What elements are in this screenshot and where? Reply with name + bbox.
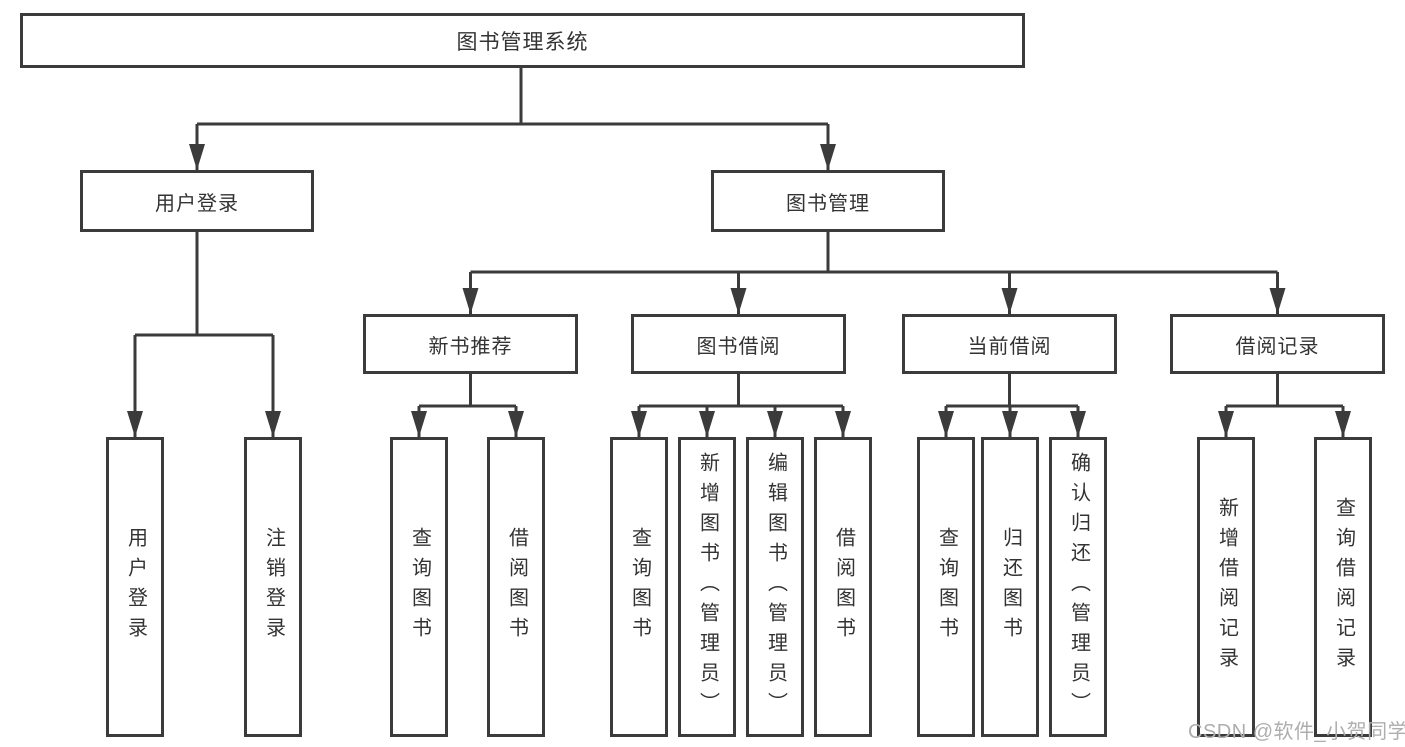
leaf-label: 新增图书（管理员） [696,452,719,722]
leaf-add-books-admin: 新增图书（管理员） [678,437,736,737]
leaf-label: 归还图书 [999,527,1022,647]
leaf-add-borrow-record: 新增借阅记录 [1197,437,1255,737]
node-book-borrowing: 图书借阅 [631,314,846,374]
leaf-edit-books-admin: 编辑图书（管理员） [746,437,804,737]
leaf-label: 编辑图书（管理员） [764,452,787,722]
leaf-query-books-current: 查询图书 [917,437,975,737]
leaf-label: 新增借阅记录 [1215,497,1238,677]
csdn-watermark: CSDN @软件_小贺同学 [1188,721,1405,743]
leaf-label: 借阅图书 [832,527,855,647]
node-current-borrowing: 当前借阅 [902,314,1117,374]
leaf-borrow-books-recommend: 借阅图书 [487,437,545,737]
node-book-management: 图书管理 [711,170,945,232]
node-new-book-recommend: 新书推荐 [363,314,578,374]
leaf-user-login: 用户登录 [106,437,164,737]
leaf-label: 查询图书 [935,527,958,647]
node-root-system: 图书管理系统 [20,13,1025,68]
leaf-label: 用户登录 [124,527,147,647]
leaf-label: 确认归还（管理员） [1067,452,1090,722]
leaf-logout: 注销登录 [244,437,302,737]
node-borrowing-records: 借阅记录 [1170,314,1385,374]
leaf-query-books-borrowing: 查询图书 [610,437,668,737]
leaf-confirm-return-admin: 确认归还（管理员） [1049,437,1107,737]
leaf-label: 查询图书 [408,527,431,647]
leaf-query-borrow-record: 查询借阅记录 [1314,437,1372,737]
node-user-login: 用户登录 [80,170,314,232]
leaf-label: 查询图书 [628,527,651,647]
leaf-borrow-books: 借阅图书 [814,437,872,737]
leaf-label: 查询借阅记录 [1332,497,1355,677]
leaf-return-books: 归还图书 [981,437,1039,737]
leaf-label: 注销登录 [262,527,285,647]
leaf-label: 借阅图书 [505,527,528,647]
leaf-query-books-recommend: 查询图书 [390,437,448,737]
